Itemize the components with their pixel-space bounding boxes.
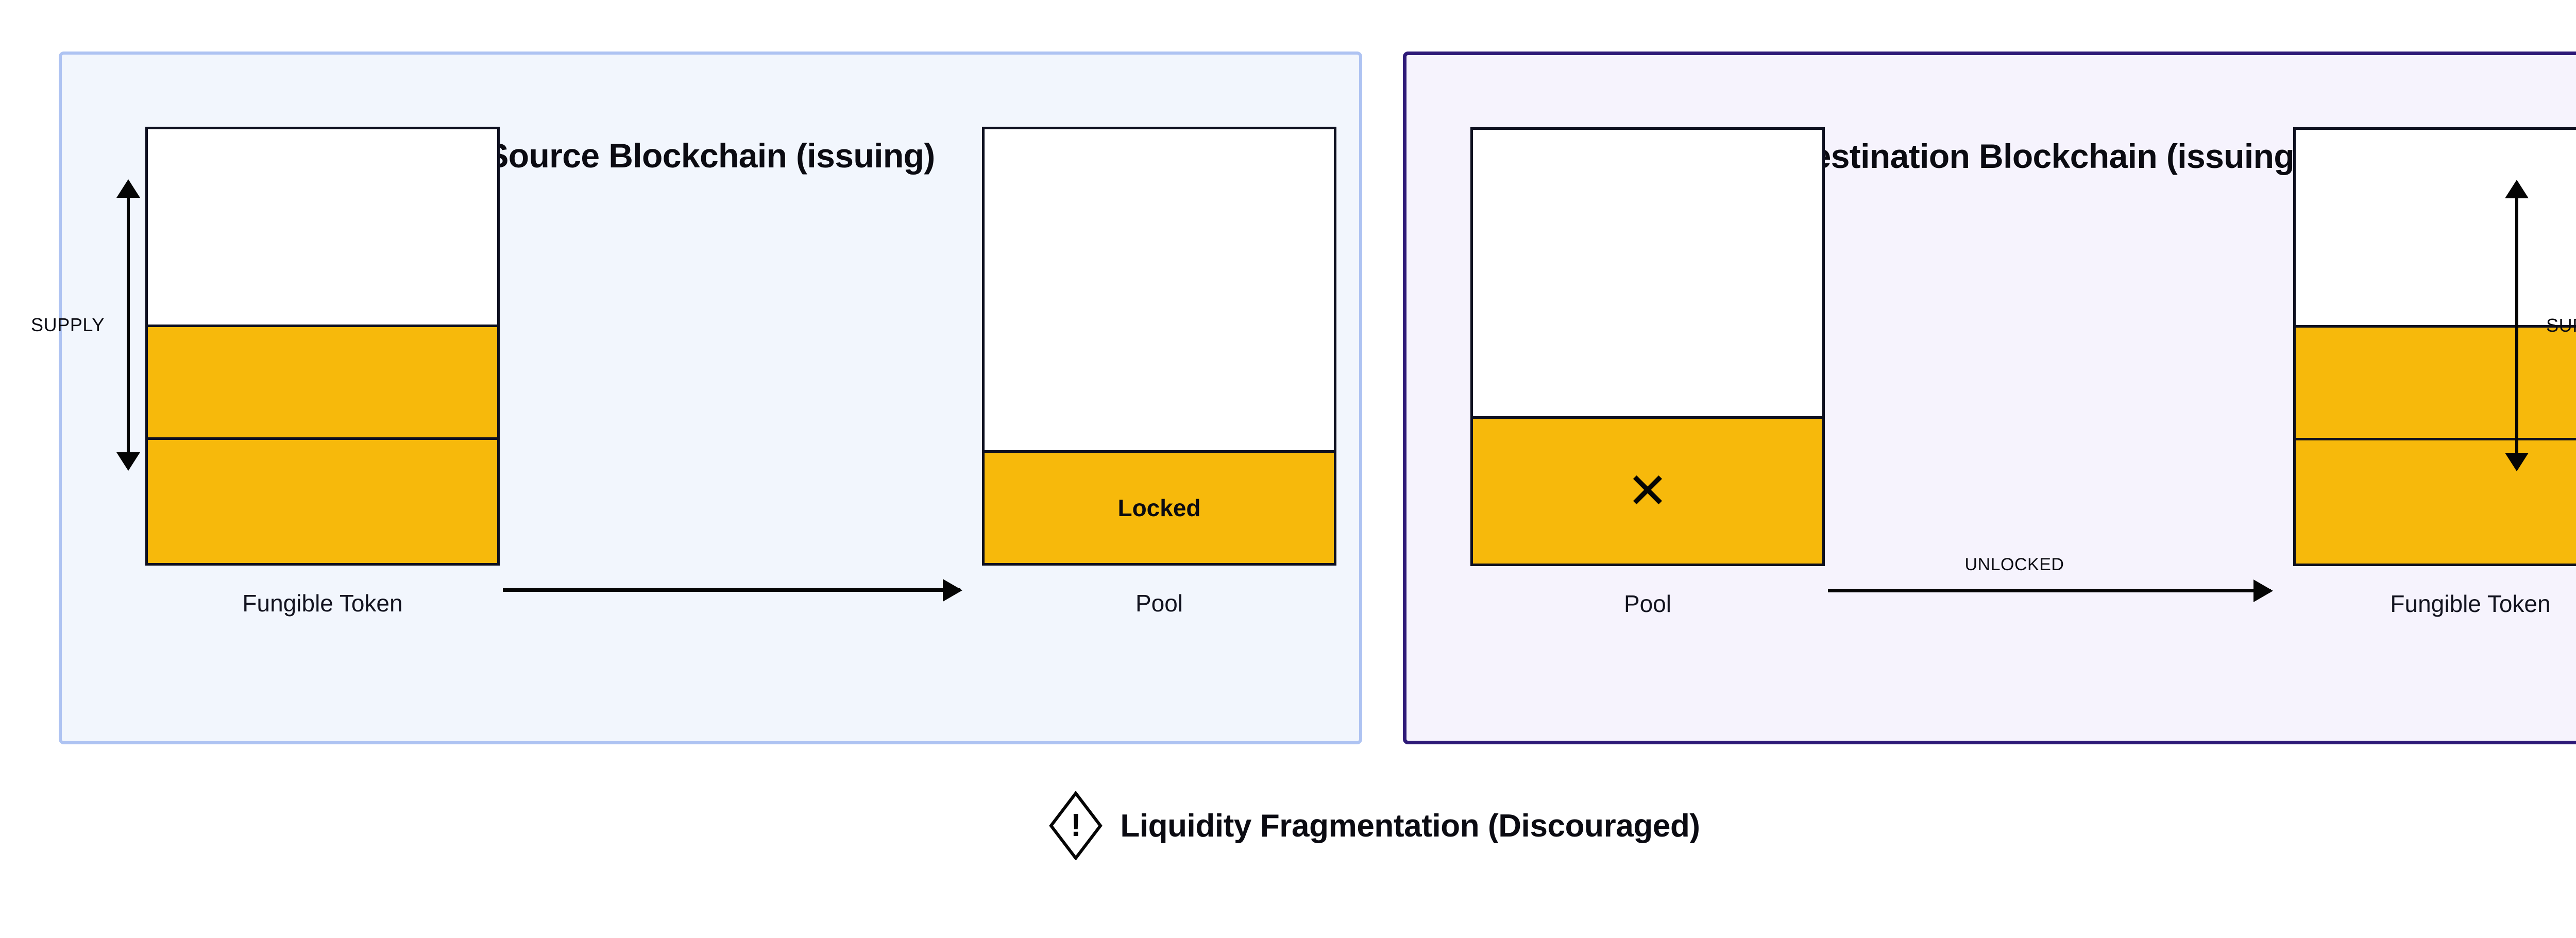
column-destination-pool: ✕ Pool (1470, 127, 1825, 617)
panel-source-title: Source Blockchain (issuing) (486, 137, 935, 175)
flow-arrow-unlock-icon (1828, 589, 2271, 592)
flow-label-unlocked: UNLOCKED (1964, 555, 2064, 574)
caption-destination-fungible-token: Fungible Token (2390, 590, 2551, 617)
bar-segment-empty (1473, 130, 1822, 416)
bar-segment-empty (2296, 130, 2576, 325)
footer-note: ! Liquidity Fragmentation (Discouraged) (0, 791, 2576, 861)
exclamation-glyph: ! (1070, 808, 1081, 843)
bar-segment-fill (148, 324, 497, 437)
panel-source-blockchain: Source Blockchain (issuing) SUPPLY Fungi… (31, 52, 1362, 744)
supply-double-arrow-icon (127, 197, 130, 453)
bar-source-pool: Locked (982, 127, 1336, 566)
column-source-fungible-token: Fungible Token (145, 127, 500, 617)
caption-source-pool: Pool (1135, 590, 1183, 617)
flow-arrow-lock-icon (503, 588, 960, 592)
bar-segment-fill (148, 437, 497, 563)
bar-segment-fill-depleted: ✕ (1473, 416, 1822, 564)
footer-note-text: Liquidity Fragmentation (Discouraged) (1120, 808, 1700, 844)
panel-destination-title: Destination Blockchain (issuing) (1788, 137, 2306, 175)
caption-source-fungible-token: Fungible Token (242, 590, 403, 617)
warning-diamond-icon: ! (1049, 791, 1103, 861)
bar-source-fungible-token (145, 127, 500, 566)
caption-destination-pool: Pool (1623, 590, 1672, 617)
bar-destination-pool: ✕ (1470, 127, 1825, 566)
bar-segment-empty (148, 129, 497, 325)
cross-mark-icon: ✕ (1626, 462, 1669, 520)
bar-segment-fill-locked: Locked (985, 450, 1334, 563)
column-destination-fungible-token: Fungible Token (2293, 127, 2576, 617)
bar-segment-fill (2296, 437, 2576, 564)
bar-segment-empty (985, 129, 1334, 451)
bar-segment-fill (2296, 325, 2576, 438)
bar-destination-fungible-token (2293, 127, 2576, 566)
supply-double-arrow-icon (2515, 197, 2518, 454)
supply-label-source: SUPPLY (31, 314, 105, 335)
supply-label-destination: SUPPLY (2546, 315, 2576, 336)
panel-destination-blockchain: Destination Blockchain (issuing) ✕ Pool … (1403, 52, 2576, 744)
segment-label-locked: Locked (1117, 494, 1201, 522)
column-source-pool: Locked Pool (982, 127, 1336, 617)
